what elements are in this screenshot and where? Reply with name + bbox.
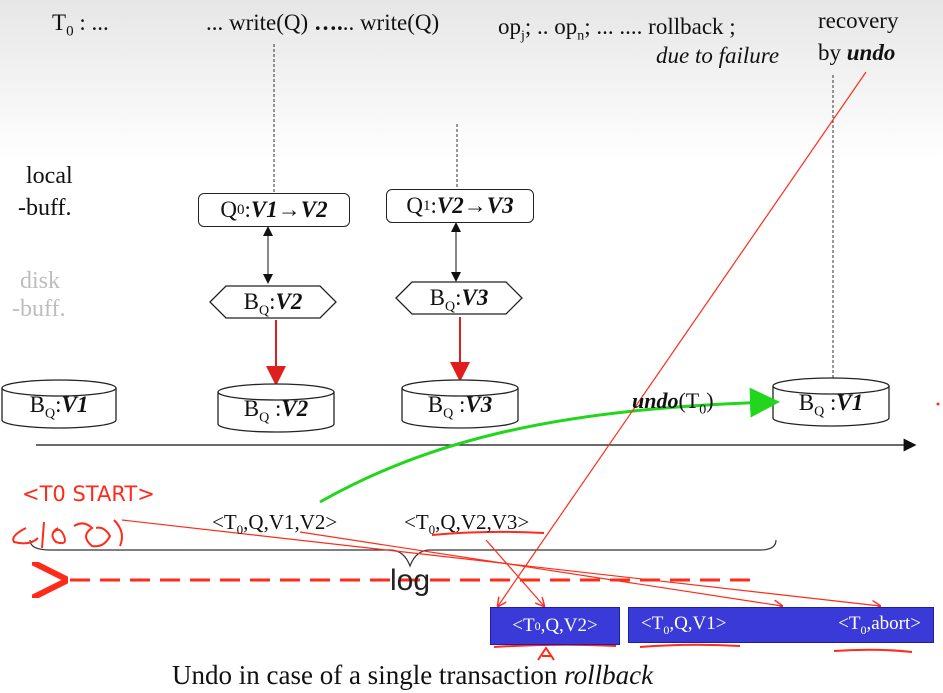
local-label: local — [26, 163, 73, 189]
log-record-2: <T0,Q,V2,V3> — [404, 510, 530, 538]
cyl-disk-2 — [217, 383, 335, 433]
local-buff-label: -buff. — [18, 195, 72, 221]
t0-start-annotation: <T0 START> — [22, 482, 155, 506]
cyl-disk-1 — [1, 379, 117, 429]
undo-log-entry-2: <T0,Q,V1> — [641, 612, 727, 637]
recovery-by-undo: by undo — [818, 40, 896, 65]
undo-log-entry-2-3: <T0,Q,V1> <T0,abort> — [628, 607, 934, 643]
header-gradient — [0, 0, 943, 160]
red-line-rec1-to-v1 — [299, 531, 782, 606]
undo-log-entry-3: <T0,abort> — [838, 612, 921, 637]
scribble-mark — [12, 519, 123, 549]
cyl-disk-3 — [401, 379, 519, 429]
disk-label: disk — [20, 268, 61, 294]
recovery-label: recovery — [818, 8, 899, 33]
disk-buff-label: -buff. — [12, 296, 66, 322]
t0-label: T0 : ... — [52, 10, 109, 40]
dot-mark — [936, 402, 940, 406]
red-line-recovery-to-log — [498, 71, 867, 606]
log-brace — [29, 539, 777, 568]
underline-log2 — [639, 643, 741, 648]
underline-log1 — [493, 643, 617, 648]
hex-bq-v2 — [209, 285, 337, 319]
caret-mark — [537, 646, 555, 661]
due-to-failure: due to failure — [656, 43, 780, 68]
caption: Undo in case of a single transaction rol… — [172, 660, 654, 690]
underline-rec2 — [431, 530, 545, 536]
log-record-1: <T0,Q,V1,V2> — [212, 510, 338, 538]
undo-t0-label: undo(T0) — [632, 388, 714, 418]
log-label: log — [390, 564, 431, 597]
cyl-disk-4 — [772, 377, 890, 427]
undo-green-arrow — [319, 387, 780, 504]
hex-bq-v3 — [395, 281, 523, 315]
underline-log3 — [833, 648, 913, 653]
write-q-1: ... write(Q) …... write(Q) — [206, 10, 440, 35]
red-line-rec2-to-v2 — [485, 539, 544, 606]
ops-rollback: opj; .. opn; ... .... rollback ; — [498, 14, 736, 44]
